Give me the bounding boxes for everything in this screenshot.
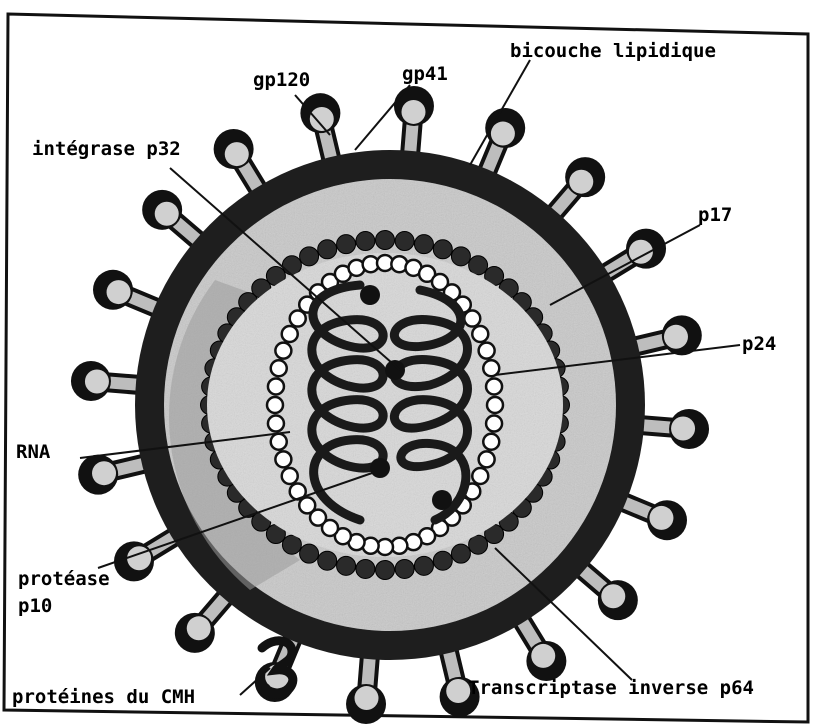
label-p24: p24 (742, 333, 776, 355)
p24-bead (486, 378, 502, 394)
p24-bead (271, 434, 287, 450)
gp120-knob-inner (85, 370, 109, 394)
p17-bead (282, 535, 301, 554)
gp120-knob-inner (187, 616, 211, 640)
p17-bead (337, 235, 356, 254)
p24-bead (472, 326, 488, 342)
p17-bead (376, 561, 395, 580)
protein-marker (432, 490, 452, 510)
protein-marker (385, 360, 405, 380)
p17-bead (376, 231, 395, 250)
gp120-knob-inner (310, 107, 334, 131)
gp120-knob-inner (649, 506, 673, 530)
p24-bead (282, 468, 298, 484)
p17-bead (414, 556, 433, 575)
p17-bead (356, 232, 375, 251)
gp120-knob-inner (225, 142, 249, 166)
p24-bead (275, 451, 291, 467)
p17-bead (395, 232, 414, 251)
p17-bead (318, 240, 337, 259)
gp120-knob-inner (531, 644, 555, 668)
p17-bead (414, 235, 433, 254)
label-p17: p17 (698, 204, 732, 226)
p17-bead (433, 240, 452, 259)
p17-bead (433, 551, 452, 570)
p24-bead (268, 416, 284, 432)
p24-bead (479, 343, 495, 359)
gp120-knob-inner (491, 122, 515, 146)
p17-bead (451, 247, 470, 266)
label-protease-p10: p10 (18, 595, 52, 617)
p24-bead (472, 468, 488, 484)
p24-bead (267, 397, 283, 413)
gp120-knob-inner (92, 461, 116, 485)
label-gp120: gp120 (253, 69, 310, 91)
gp120-knob-inner (446, 679, 470, 703)
p17-bead (318, 551, 337, 570)
gp120-knob-inner (107, 280, 131, 304)
p17-bead (282, 256, 301, 275)
p17-bead (300, 247, 319, 266)
gp120-knob-inner (355, 686, 379, 710)
label-integrase: intégrase p32 (32, 138, 181, 160)
label-gp41: gp41 (402, 63, 448, 85)
p24-bead (487, 397, 503, 413)
gp120-knob-inner (401, 100, 425, 124)
p24-bead (271, 360, 287, 376)
label-mhc-proteins: protéines du CMH (12, 686, 195, 708)
protein-marker (370, 458, 390, 478)
label-protease: protéase (18, 568, 110, 590)
p17-bead (469, 535, 488, 554)
p24-bead (268, 378, 284, 394)
p17-bead (300, 544, 319, 563)
p24-bead (282, 326, 298, 342)
p17-bead (395, 559, 414, 578)
p17-bead (451, 544, 470, 563)
label-rna: RNA (16, 441, 51, 463)
gp120-knob-inner (671, 416, 695, 440)
gp120-knob-inner (569, 170, 593, 194)
label-lipid-bilayer: bicouche lipidique (510, 40, 716, 62)
p24-bead (275, 343, 291, 359)
p17-bead (356, 559, 375, 578)
gp120-knob-inner (155, 202, 179, 226)
integrase-protein (360, 285, 380, 305)
gp120-knob-inner (664, 325, 688, 349)
p24-bead (483, 434, 499, 450)
p24-bead (479, 451, 495, 467)
p17-bead (469, 256, 488, 275)
p24-bead (486, 416, 502, 432)
label-reverse-transcriptase: Transcriptase inverse p64 (468, 677, 754, 699)
gp120-knob-inner (601, 584, 625, 608)
p17-bead (337, 556, 356, 575)
p24-bead (464, 311, 480, 327)
